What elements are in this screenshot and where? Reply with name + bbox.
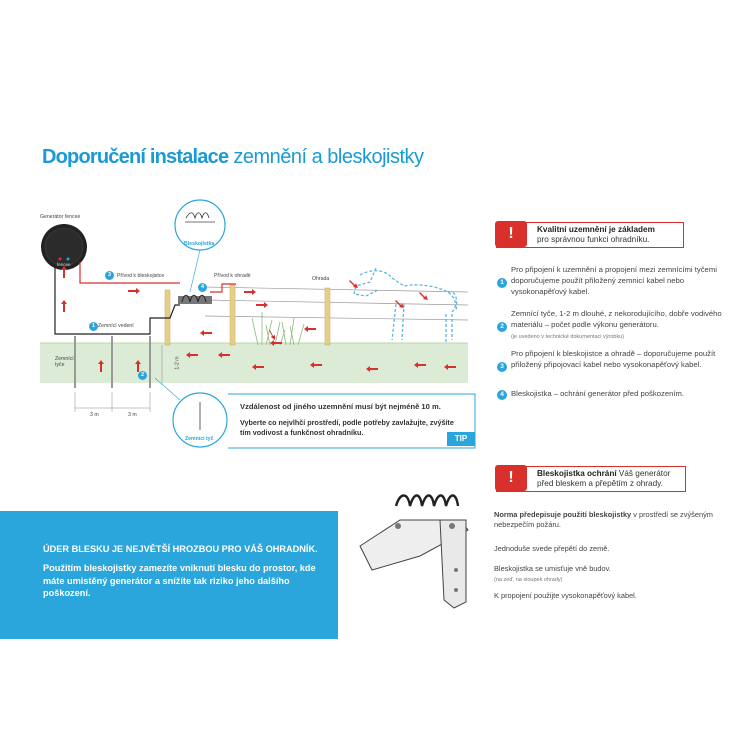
earth-lead-label: Zemnící vedení: [98, 323, 134, 329]
title-bold: Doporučení instalace: [42, 146, 229, 168]
fence-wires: [204, 286, 469, 321]
placement-note: Bleskojistka se umisťuje vně budov. (na …: [494, 564, 724, 585]
diagram-badge-4: 4: [198, 283, 207, 292]
earth-rods: [74, 336, 151, 388]
list-badge-1: 1: [497, 278, 507, 288]
lead-to-fence-label: Přívod k ohradě: [214, 273, 251, 279]
tip-badge: TIP: [447, 432, 475, 446]
lead-to-arrester-label: Přívod k bleskojistce: [117, 273, 165, 279]
red-wire-to-arrester: [79, 262, 180, 284]
grass-icon: [251, 312, 305, 346]
generator-brand-text: fencee: [64, 214, 81, 220]
list-item-2-note: (je uvedeno v technické dokumentaci výro…: [511, 333, 625, 340]
fence-posts: [164, 284, 331, 346]
grounding-callout: ! Kvalitní uzemnění je základem pro sprá…: [495, 221, 684, 248]
arrester-coil-icon: [178, 294, 212, 304]
placement-note-text: Bleskojistka se umisťuje vně budov.: [494, 564, 611, 573]
band-text: Použitím bleskojistky zamezíte vniknutí …: [43, 563, 316, 598]
arrester-zoom-label: Bleskojistka: [184, 241, 215, 247]
fence-label: Ohrada: [312, 276, 330, 282]
generator-device-text: fencee: [57, 262, 71, 267]
list-item-2: Zemnící tyče, 1-2 m dlouhé, z nekorodují…: [511, 309, 736, 342]
spacing-2-label: 3 m: [128, 412, 137, 418]
current-arrows: [61, 266, 456, 372]
norm-note: Norma předepisuje použití bleskojistky v…: [494, 510, 724, 530]
diagram-badge-2: 2: [138, 371, 147, 380]
red-wire-to-fence: [210, 283, 236, 293]
overvoltage-note: Jednoduše svede přepětí do země.: [494, 544, 610, 553]
grounding-callout-rest: pro správnou funkci ohradníku.: [537, 235, 650, 244]
diagram-badge-1: 1: [89, 322, 98, 331]
list-badge-3: 3: [497, 362, 507, 372]
arrester-product-icon: [359, 494, 469, 609]
generator-label: Generátor fencee: [40, 214, 80, 220]
alert-icon: !: [495, 465, 527, 491]
list-item-3: Pro připojení k bleskojistce a ohradě – …: [511, 349, 716, 369]
norm-note-bold: Norma předepisuje použití bleskojistky: [494, 510, 632, 519]
grounding-callout-bold: Kvalitní uzemnění je základem: [537, 225, 655, 234]
cable-note: K propojení použijte vysokonapěťový kabe…: [494, 591, 637, 600]
earth-rod-zoom-label: Zemnící tyč: [185, 436, 214, 442]
title-light: zemnění a bleskojistky: [233, 146, 424, 168]
depth-label: 1-2 m: [174, 356, 181, 370]
placement-note-detail: (na zeď, na sloupek ohrady): [494, 577, 563, 583]
earth-lead-wire: [54, 266, 180, 335]
tip-distance-text: Vzdálenost od jiného uzemnění musí být n…: [240, 402, 441, 411]
arrester-callout: ! Bleskojistka ochrání Váš generátor pře…: [495, 465, 686, 492]
arrester-callout-rest2: před bleskem a přepětím z ohrady.: [537, 479, 663, 488]
tip-box-outline: [228, 393, 476, 449]
horse-icon: [353, 267, 458, 342]
ground-rods-label: Zemnící tyče: [55, 356, 74, 368]
band-heading: ÚDER BLESKU JE NEJVĚTŠÍ HROZBOU PRO VÁŠ …: [43, 544, 318, 554]
list-item-2-text: Zemnící tyče, 1-2 m dlouhé, z nekorodují…: [511, 309, 722, 329]
arrester-callout-rest1: Váš generátor: [618, 469, 671, 478]
diagram-badge-3: 3: [105, 271, 114, 280]
page-title: Doporučení instalace zemnění a bleskojis…: [42, 146, 424, 169]
tip-moisture-text: Vyberte co nejvlhčí prostředí, podle pot…: [240, 418, 454, 437]
generator-label-text: Generátor: [40, 214, 64, 220]
spacing-markers: [74, 345, 163, 412]
ground-strip: [40, 343, 468, 383]
alert-icon: !: [495, 221, 527, 247]
spacing-1-label: 3 m: [90, 412, 99, 418]
norm-note-rest: v prostředí se zvýšeným nebezpečím požár…: [494, 510, 713, 529]
arrester-callout-bold: Bleskojistka ochrání: [537, 469, 617, 478]
list-badge-2: 2: [497, 322, 507, 332]
list-badge-4: 4: [497, 390, 507, 400]
list-item-4: Bleskojistka – ochrání generátor před po…: [511, 389, 685, 398]
list-item-1: Pro připojení k uzemnění a propojení mez…: [511, 265, 717, 296]
